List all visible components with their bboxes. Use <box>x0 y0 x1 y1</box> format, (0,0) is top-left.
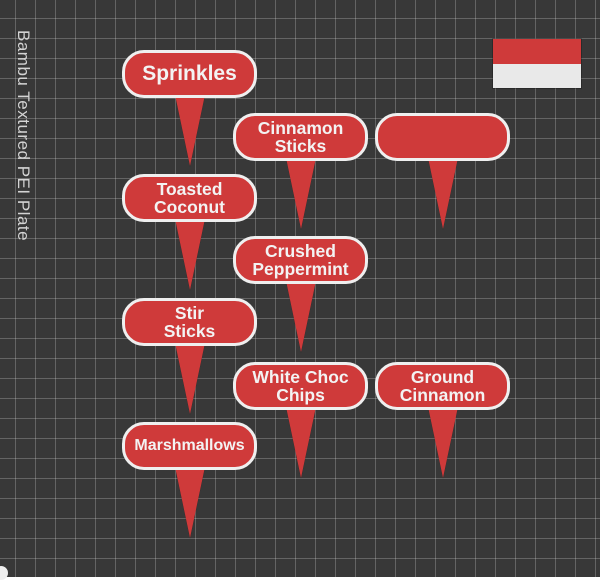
flag-bottom-stripe <box>493 63 581 88</box>
pick-label <box>375 113 510 161</box>
pick-spike <box>173 462 206 538</box>
flag-icon <box>493 39 581 88</box>
pick-spike <box>284 276 317 352</box>
pick-spike <box>284 153 317 229</box>
pick-spike <box>284 402 317 478</box>
pick-label: Cinnamon Sticks <box>233 113 368 161</box>
pick-label: White Choc Chips <box>233 362 368 410</box>
corner-marker-icon <box>0 566 8 580</box>
pick-spike <box>173 338 206 414</box>
pick-label: Marshmallows <box>122 422 257 470</box>
plate-label: Bambu Textured PEI Plate <box>14 30 33 242</box>
flag-top-stripe <box>493 39 581 64</box>
pick-label: Stir Sticks <box>122 298 257 346</box>
pick-spike <box>173 214 206 290</box>
pick-label: Crushed Peppermint <box>233 236 368 284</box>
pick-label: Ground Cinnamon <box>375 362 510 410</box>
pick-spike <box>426 153 459 229</box>
pick-label: Sprinkles <box>122 50 257 98</box>
pick-label: Toasted Coconut <box>122 174 257 222</box>
pick-spike <box>426 402 459 478</box>
pick-spike <box>173 90 206 166</box>
